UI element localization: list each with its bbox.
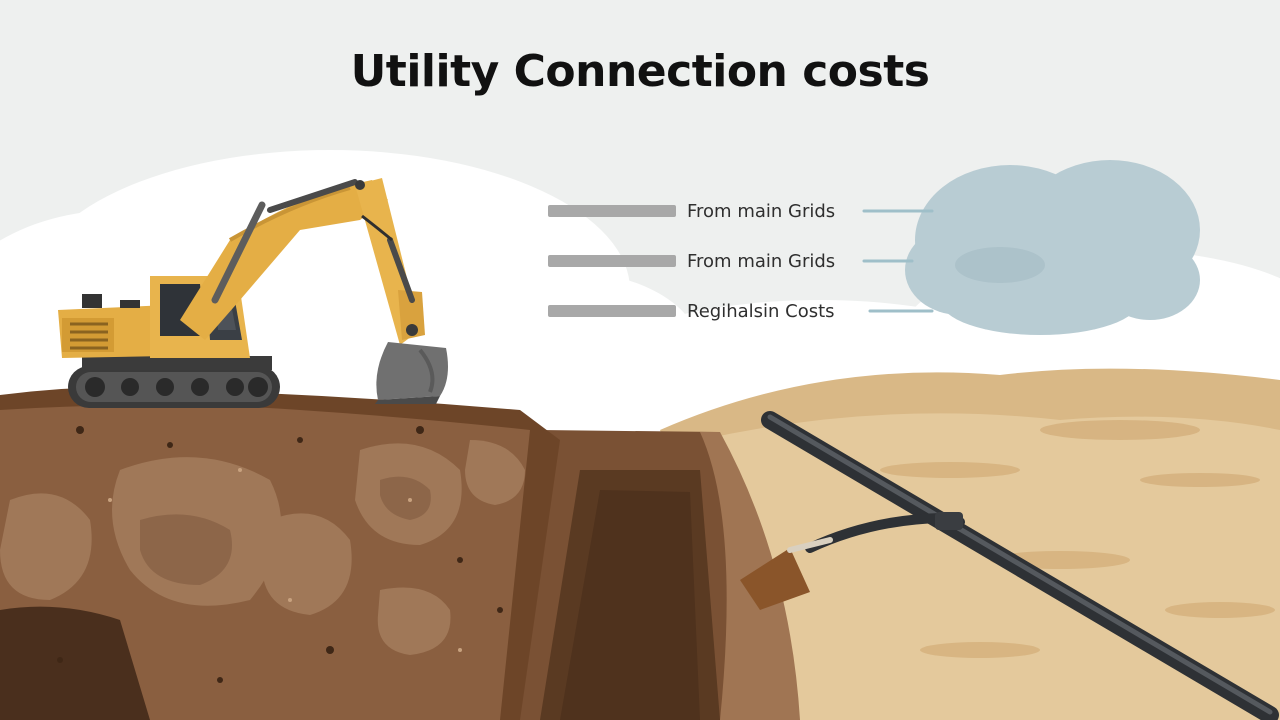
legend-item-1: From main Grids [548,199,835,223]
legend-item-3: Regihalsin Costs [548,299,835,323]
shovel-icon [740,537,833,610]
page-title: Utility Connection costs [350,46,930,97]
legend-connectors [862,209,934,313]
legend-label: From main Grids [687,250,836,272]
excavator-icon [58,178,448,408]
legend-label: Regihalsin Costs [687,300,835,322]
legend-item-2: From main Grids [548,249,835,273]
legend-bar [548,205,676,217]
cloud-icon [905,160,1200,335]
legend-bar [548,255,676,267]
legend-bar [548,305,676,317]
legend-label: From main Grids [687,200,836,222]
